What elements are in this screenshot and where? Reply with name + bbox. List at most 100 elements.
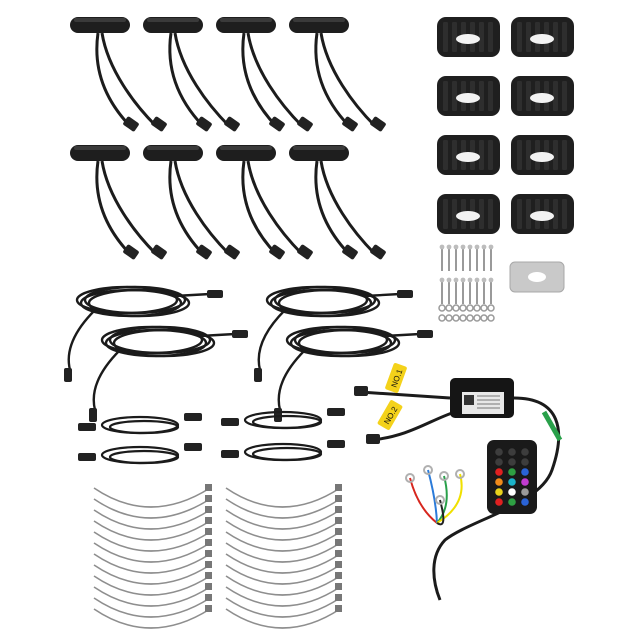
washer — [459, 314, 467, 322]
bracket-fin — [517, 140, 522, 170]
short-extension-cable — [221, 408, 345, 430]
cable-connector — [327, 408, 345, 416]
pod-light — [216, 17, 313, 132]
pod-light-highlight — [147, 18, 199, 22]
cable-loop — [297, 328, 401, 358]
remote-button — [521, 448, 529, 456]
mounting-bracket — [511, 76, 574, 116]
pod-wire — [100, 160, 158, 256]
washer — [452, 304, 460, 312]
pod-connector — [342, 116, 358, 132]
zip-tie-head — [205, 506, 212, 513]
cable-connector — [221, 450, 239, 458]
remote-button — [508, 498, 516, 506]
mounting-bracket — [437, 194, 500, 234]
pod-connector — [196, 116, 212, 132]
controller-lead — [371, 410, 456, 442]
pod-wire — [168, 32, 205, 128]
zip-tie — [225, 597, 341, 618]
remote-button — [521, 468, 529, 476]
bracket-fin — [553, 140, 558, 170]
zip-tie — [93, 542, 211, 563]
remote-button — [508, 478, 516, 486]
cable-loop — [83, 285, 187, 315]
bracket-fin — [553, 22, 558, 52]
pod-light-highlight — [74, 146, 126, 150]
zip-tie-head — [205, 572, 212, 579]
wire-tag-body — [385, 363, 407, 393]
mounting-bracket — [437, 135, 500, 175]
pod-wire — [173, 160, 231, 256]
mounting-bracket — [511, 17, 574, 57]
pod-connector — [297, 116, 313, 132]
cable-connector — [232, 330, 248, 338]
long-extension-cable — [274, 325, 433, 422]
short-extension-cable — [78, 443, 202, 465]
zip-tie-head — [335, 594, 342, 601]
pod-connector — [196, 244, 212, 260]
pod-connector — [269, 116, 285, 132]
pod-connector — [224, 244, 240, 260]
zip-tie — [225, 586, 341, 607]
remote-button — [521, 478, 529, 486]
zip-tie — [93, 531, 211, 552]
bracket-fin — [452, 140, 457, 170]
zip-tie — [93, 498, 211, 519]
cable-connector — [184, 413, 202, 421]
zip-tie-head — [335, 572, 342, 579]
cable-loop — [293, 325, 397, 355]
washer — [473, 304, 481, 312]
bracket-fin — [562, 22, 567, 52]
screw-head — [446, 244, 452, 250]
zip-tie — [93, 509, 211, 530]
cable-lead — [277, 349, 306, 411]
remote-button — [495, 498, 503, 506]
cable-connector — [221, 418, 239, 426]
zip-tie-head — [335, 528, 342, 535]
zip-tie-head — [335, 539, 342, 546]
cable-connector — [397, 290, 413, 298]
ring-terminal — [423, 465, 433, 475]
zip-tie — [225, 564, 341, 585]
remote-button — [521, 458, 529, 466]
cable-loop — [108, 449, 180, 465]
remote-button — [495, 458, 503, 466]
screw-head — [460, 277, 466, 283]
bracket-slot — [530, 211, 554, 221]
washer — [473, 314, 481, 322]
remote-button — [508, 488, 516, 496]
pod-wire — [314, 32, 351, 128]
controller-lead — [359, 390, 451, 400]
qr-code — [464, 395, 474, 405]
pod-light — [289, 145, 386, 260]
pod-light-highlight — [147, 146, 199, 150]
bracket-fin — [479, 22, 484, 52]
pod-connector — [151, 244, 167, 260]
zip-tie-head — [205, 528, 212, 535]
bracket-fin — [479, 199, 484, 229]
washer — [445, 314, 453, 322]
pod-light — [289, 17, 386, 132]
cable-lead — [199, 332, 236, 338]
pod-wire — [319, 160, 377, 256]
screw-head — [467, 244, 473, 250]
long-extension-cable — [64, 285, 223, 382]
bracket-fin — [517, 199, 522, 229]
pod-light-highlight — [293, 146, 345, 150]
extension-cables-group — [64, 285, 433, 465]
cable-loop — [108, 325, 212, 355]
washer — [487, 304, 495, 312]
ring-terminal — [405, 473, 415, 483]
bracket-fin — [553, 199, 558, 229]
zip-tie-head — [335, 517, 342, 524]
pod-connector — [370, 116, 386, 132]
pod-connector — [297, 244, 313, 260]
controller-group: NO.1NO.2 — [354, 363, 563, 601]
pod-wire — [173, 32, 231, 128]
zip-tie-head — [335, 550, 342, 557]
remote-button — [495, 468, 503, 476]
bracket-fin — [488, 199, 493, 229]
cable-connector — [417, 330, 433, 338]
long-extension-cable — [254, 285, 413, 382]
pod-wire — [95, 32, 132, 128]
